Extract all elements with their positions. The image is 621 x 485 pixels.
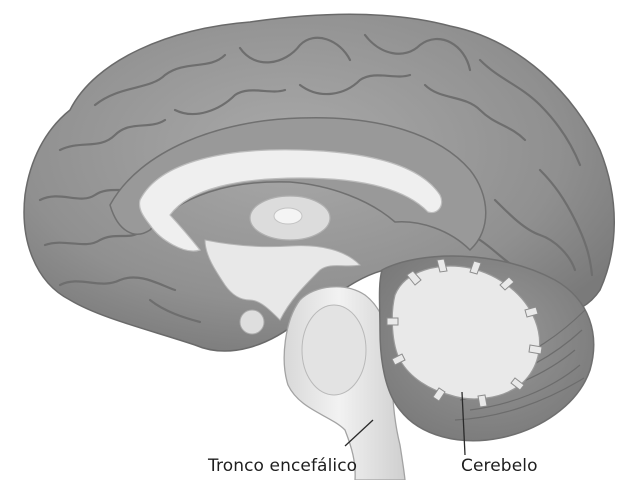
interthalamic-adhesion xyxy=(274,208,302,224)
cerebellum-label: Cerebelo xyxy=(461,456,538,476)
pons xyxy=(302,305,366,395)
pituitary-gland xyxy=(240,310,264,334)
brainstem-label: Tronco encefálico xyxy=(208,456,357,476)
